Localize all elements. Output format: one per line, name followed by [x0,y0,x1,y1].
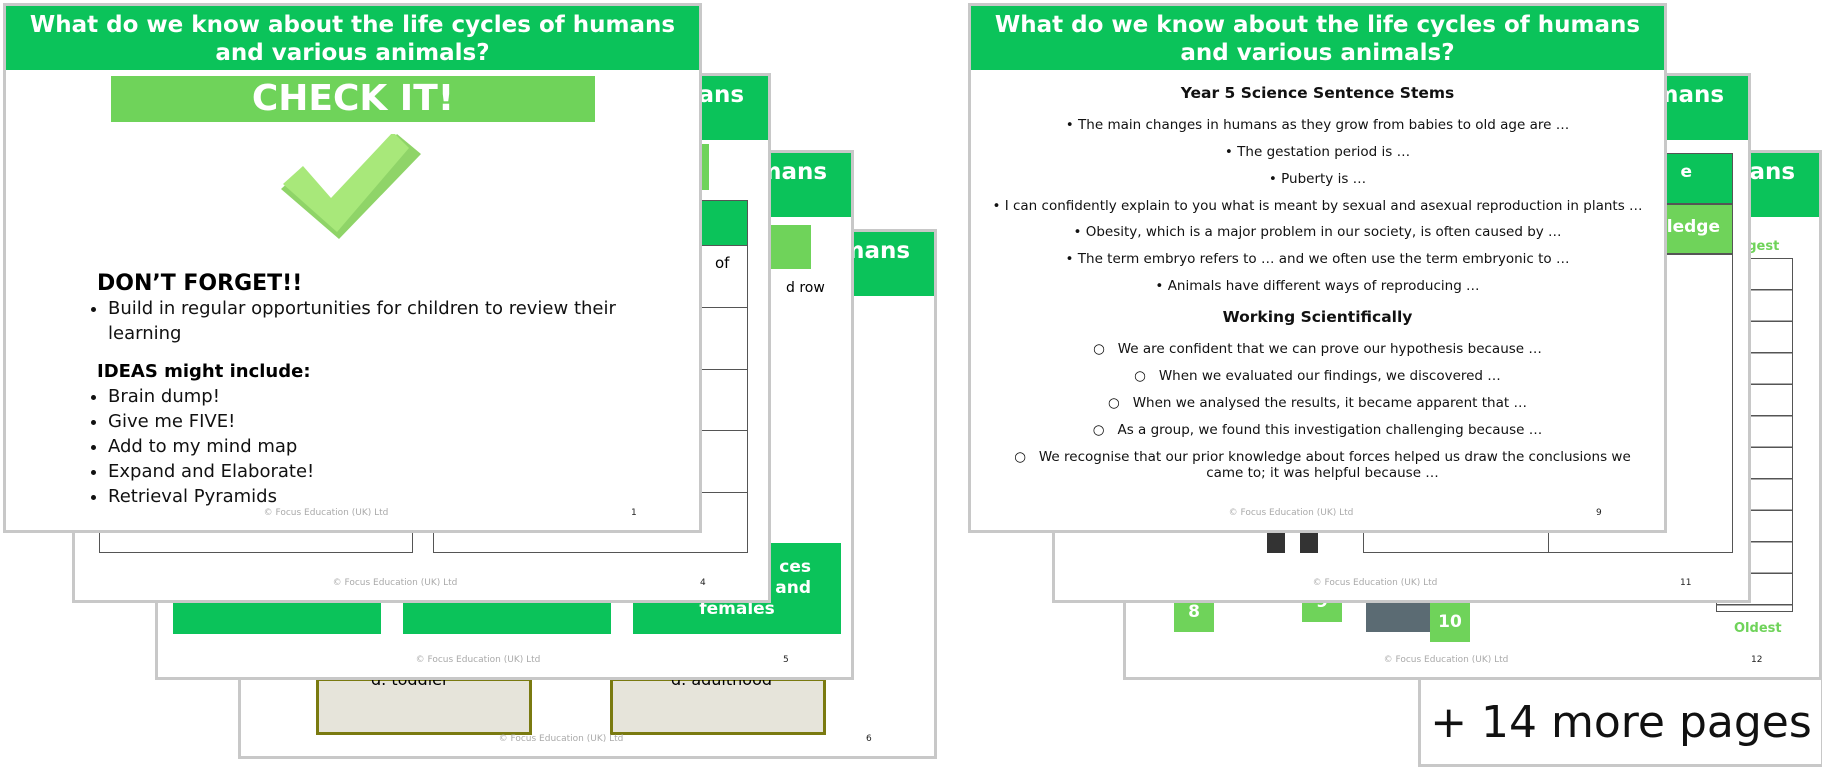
ws-item: ○ As a group, we found this investigatio… [1092,422,1543,438]
ws-item: ○ We recognise that our prior knowledge … [1014,449,1631,481]
stem-item: • Animals have different ways of reprodu… [1155,278,1480,294]
stem-text: The term embryo refers to … and we often… [1077,251,1570,267]
ws-text: We recognise that our prior knowledge ab… [1038,449,1631,481]
ws-item: ○ When we evaluated our findings, we dis… [1134,368,1501,384]
dont-forget-list: Build in regular opportunities for child… [86,296,628,346]
list-item: Retrieval Pyramids [108,484,314,509]
footer: © Focus Education (UK) Ltd [1383,655,1509,665]
checkmark-icon [281,134,421,239]
ws-text: When we analysed the results, it became … [1132,395,1527,411]
ws-text: When we evaluated our findings, we disco… [1158,368,1501,384]
more-pages-label: + 14 more pages [1418,680,1822,767]
stem-item: • Puberty is … [1268,171,1367,187]
list-item: Give me FIVE! [108,409,314,434]
button-label: s and [759,578,811,598]
list-item: Build in regular opportunities for child… [108,296,628,346]
header-text: e [1680,162,1692,182]
stem-item: • Obesity, which is a major problem in o… [1073,224,1562,240]
sentence-stems-heading: Year 5 Science Sentence Stems [1180,84,1455,102]
stem-item: • I can confidently explain to you what … [992,198,1643,214]
list-item: Brain dump! [108,384,314,409]
oldest-label: Oldest [1734,621,1782,636]
stem-text: I can confidently explain to you what is… [1004,198,1643,214]
working-scientifically-heading: Working Scientifically [1222,308,1413,326]
more-pages-text: + 14 more pages [1430,696,1812,748]
page-number: 5 [783,655,789,665]
table-cell-text: of [715,254,730,272]
check-it-banner: CHECK IT! [111,76,595,122]
page-number: 6 [866,734,872,744]
page-number: 4 [700,578,706,588]
stem-text: The main changes in humans as they grow … [1078,117,1570,133]
stem-text: Puberty is … [1281,171,1367,187]
feet-image [1267,531,1285,553]
footer: © Focus Education (UK) Ltd [498,734,624,744]
dont-forget-heading: DON’T FORGET!! [97,271,303,296]
knowledge-text: ledge [1666,217,1720,237]
footer: © Focus Education (UK) Ltd [1312,578,1438,588]
ws-item: ○ When we analysed the results, it becam… [1108,395,1527,411]
feet-image [1300,531,1318,553]
button-label: ces [779,557,811,577]
footer: © Focus Education (UK) Ltd [332,578,458,588]
stem-item: • The term embryo refers to … and we oft… [1065,251,1570,267]
number-box: 10 [1430,603,1470,642]
ws-text: As a group, we found this investigation … [1117,422,1543,438]
footer: © Focus Education (UK) Ltd [1228,508,1354,518]
footer: © Focus Education (UK) Ltd [415,655,541,665]
slide-title: What do we know about the life cycles of… [6,6,699,70]
ideas-list: Brain dump! Give me FIVE! Add to my mind… [86,384,314,509]
instruction-text: d row [786,280,825,296]
list-item: Add to my mind map [108,434,314,459]
list-item: Expand and Elaborate! [108,459,314,484]
ideas-heading: IDEAS might include: [97,361,311,382]
page-number: 11 [1680,578,1692,588]
photo [1366,600,1430,632]
stem-text: The gestation period is … [1237,144,1411,160]
slide-page-1[interactable]: What do we know about the life cycles of… [3,3,702,533]
page-number: 12 [1751,655,1763,665]
ws-item: ○ We are confident that we can prove our… [1093,341,1542,357]
banner-text: CHECK IT! [251,78,455,119]
slide-page-9[interactable]: What do we know about the life cycles of… [968,3,1667,533]
button-label: females [699,599,775,619]
ws-text: We are confident that we can prove our h… [1117,341,1542,357]
stem-text: Animals have different ways of reproduci… [1167,278,1480,294]
stem-item: • The main changes in humans as they gro… [1065,117,1570,133]
page-number: 1 [631,508,637,518]
slide-title: What do we know about the life cycles of… [971,6,1664,70]
stem-text: Obesity, which is a major problem in our… [1085,224,1562,240]
stem-item: • The gestation period is … [1224,144,1411,160]
footer: © Focus Education (UK) Ltd [263,508,389,518]
page-number: 9 [1596,508,1602,518]
